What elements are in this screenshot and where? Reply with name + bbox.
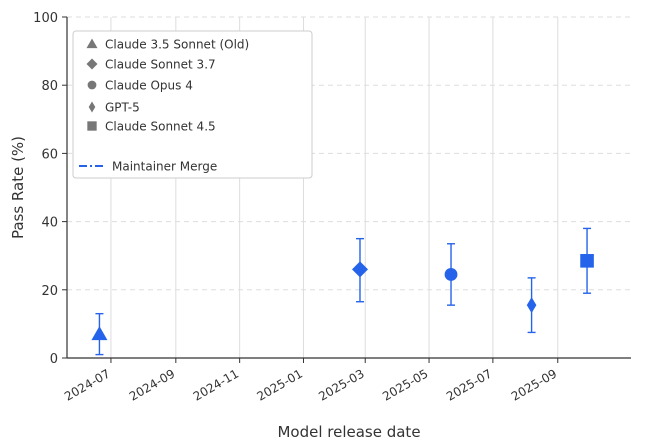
y-tick-label: 20	[41, 284, 58, 299]
y-tick-label: 40	[41, 216, 58, 231]
data-point	[580, 254, 594, 268]
x-axis-title: Model release date	[277, 423, 420, 441]
x-tick-label: 2024-07	[62, 366, 112, 403]
legend-marker	[88, 101, 96, 113]
legend: Claude 3.5 Sonnet (Old) Claude Sonnet 3.7…	[72, 30, 313, 179]
y-tick-label: 0	[50, 352, 58, 367]
legend-marker	[87, 121, 97, 131]
x-tick-label: 2025-09	[509, 366, 559, 403]
data-points	[91, 227, 594, 356]
legend-label: Maintainer Merge	[112, 160, 217, 174]
data-point	[351, 261, 368, 278]
grid	[67, 16, 631, 359]
legend-label: GPT-5	[105, 101, 140, 115]
legend-box	[72, 30, 313, 179]
x-tick-label: 2025-07	[444, 366, 494, 403]
x-tick-label: 2025-05	[380, 366, 430, 403]
data-point	[91, 326, 108, 341]
legend-label: Claude 3.5 Sonnet (Old)	[105, 38, 249, 52]
x-tick-label: 2025-03	[316, 366, 366, 403]
legend-marker	[86, 38, 98, 49]
x-tick-label: 2024-09	[127, 366, 177, 403]
legend-label: Claude Sonnet 3.7	[105, 58, 216, 72]
data-point	[444, 268, 458, 281]
legend-label: Claude Sonnet 4.5	[105, 120, 216, 134]
legend-label: Claude Opus 4	[105, 79, 193, 93]
legend-marker	[87, 80, 97, 90]
y-tick-label: 100	[33, 11, 58, 26]
y-tick-label: 80	[41, 79, 58, 94]
x-tick-label: 2024-11	[191, 366, 241, 403]
y-tick-label: 60	[41, 147, 58, 162]
data-point	[526, 297, 537, 314]
y-axis-title: Pass Rate (%)	[9, 136, 27, 239]
legend-marker	[86, 58, 98, 70]
x-tick-label: 2025-01	[255, 366, 305, 403]
